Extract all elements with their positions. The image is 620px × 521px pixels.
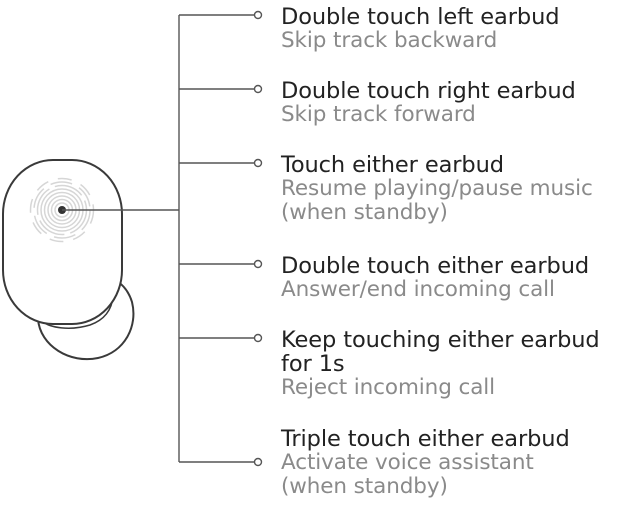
gesture-title: Double touch right earbud xyxy=(281,78,576,104)
gesture-item: Double touch left earbud Skip track back… xyxy=(281,5,617,53)
gesture-title: Touch either earbud xyxy=(281,152,504,178)
gesture-item: Double touch right earbud Skip track for… xyxy=(281,79,617,127)
branch-end-circle xyxy=(253,457,263,467)
gesture-title: Double touch either earbud xyxy=(281,253,590,279)
branch-end-circles xyxy=(253,10,263,467)
ear-tip-inner-ring xyxy=(41,295,114,330)
gesture-title: Double touch left earbud xyxy=(281,4,560,30)
gesture-action: Reject incoming call xyxy=(281,375,496,400)
gesture-action: Activate voice assistant (when standby) xyxy=(281,450,534,499)
gesture-action: Resume playing/pause music (when standby… xyxy=(281,176,593,225)
ear-tip xyxy=(37,278,135,361)
gesture-action: Answer/end incoming call xyxy=(281,277,555,302)
gesture-item: Touch either earbud Resume playing/pause… xyxy=(281,153,617,225)
gesture-action: Skip track backward xyxy=(281,28,498,53)
gesture-title: Triple touch either earbud xyxy=(281,426,570,452)
gesture-action: Skip track forward xyxy=(281,102,476,127)
branch-end-circle xyxy=(253,259,263,269)
branch-end-circle xyxy=(253,10,263,20)
branch-end-circle xyxy=(253,333,263,343)
branch-end-circle xyxy=(253,84,263,94)
gesture-title: Keep touching either earbud for 1s xyxy=(281,327,600,377)
gesture-item: Triple touch either earbud Activate voic… xyxy=(281,427,617,499)
branch-end-circle xyxy=(253,158,263,168)
connector-lines xyxy=(62,14,254,463)
gesture-item: Keep touching either earbud for 1s Rejec… xyxy=(281,328,617,400)
gesture-item: Double touch either earbud Answer/end in… xyxy=(281,254,617,302)
